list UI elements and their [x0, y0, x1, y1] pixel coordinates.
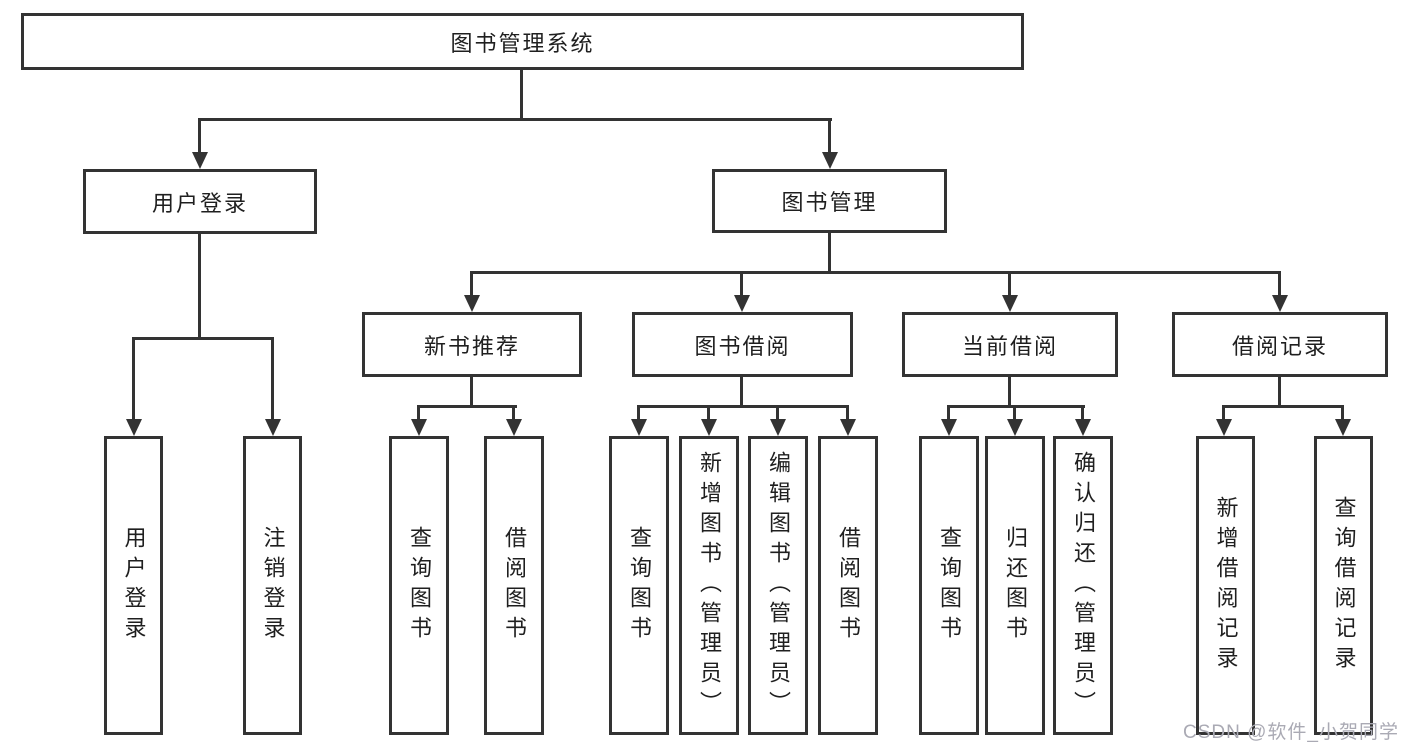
arrow-down-icon [411, 419, 427, 436]
leaf-query-borrow-record: 查询借阅记录 [1314, 436, 1373, 735]
arrow-down-icon [770, 419, 786, 436]
leaf-label: 查询图书 [937, 525, 962, 646]
leaf-add-borrow-record: 新增借阅记录 [1196, 436, 1255, 735]
leaf-confirm-return-admin: 确认归还（管理员） [1053, 436, 1113, 735]
leaf-label: 归还图书 [1003, 525, 1028, 646]
connector-line [1278, 377, 1281, 405]
connector-line [776, 405, 779, 419]
connector-line [707, 405, 710, 419]
connector-line [520, 70, 523, 118]
leaf-label: 查询图书 [407, 525, 432, 646]
connector-line [1341, 405, 1344, 419]
connector-line [947, 405, 1085, 408]
arrow-down-icon [1002, 295, 1018, 312]
connector-line [1008, 271, 1011, 295]
leaf-label: 确认归还（管理员） [1071, 450, 1096, 721]
leaf-borrow-book: 借阅图书 [818, 436, 878, 735]
node-current-borrowing: 当前借阅 [902, 312, 1118, 377]
connector-line [947, 405, 950, 419]
connector-line [470, 271, 473, 295]
arrow-down-icon [126, 419, 142, 436]
leaf-label: 新增图书（管理员） [697, 450, 722, 721]
leaf-label: 注销登录 [260, 525, 286, 646]
leaf-label: 新增借阅记录 [1213, 495, 1239, 676]
connector-line [470, 377, 473, 405]
leaf-edit-book-admin: 编辑图书（管理员） [748, 436, 808, 735]
connector-line [132, 337, 274, 340]
leaf-query-book-current: 查询图书 [919, 436, 979, 735]
connector-line [1008, 377, 1011, 405]
leaf-logout: 注销登录 [243, 436, 302, 735]
connector-line [417, 405, 517, 408]
leaf-add-book-admin: 新增图书（管理员） [679, 436, 739, 735]
arrow-down-icon [1007, 419, 1023, 436]
leaf-label: 用户登录 [121, 525, 147, 646]
arrow-down-icon [265, 419, 281, 436]
leaf-return-book: 归还图书 [985, 436, 1045, 735]
connector-line [740, 377, 743, 405]
connector-line [846, 405, 849, 419]
connector-line [512, 405, 515, 419]
arrow-down-icon [631, 419, 647, 436]
arrow-down-icon [701, 419, 717, 436]
connector-line [1013, 405, 1016, 419]
node-borrowing-records: 借阅记录 [1172, 312, 1388, 377]
node-new-book-recommend: 新书推荐 [362, 312, 582, 377]
connector-line [470, 271, 1281, 274]
node-user-login: 用户登录 [83, 169, 317, 234]
arrow-down-icon [840, 419, 856, 436]
leaf-borrow-book-recommend: 借阅图书 [484, 436, 544, 735]
arrow-down-icon [734, 295, 750, 312]
connector-line [740, 271, 743, 295]
leaf-query-book-borrow: 查询图书 [609, 436, 669, 735]
leaf-user-login: 用户登录 [104, 436, 163, 735]
connector-line [1081, 405, 1084, 419]
connector-line [198, 118, 201, 152]
node-book-management: 图书管理 [712, 169, 947, 233]
arrow-down-icon [822, 152, 838, 169]
arrow-down-icon [506, 419, 522, 436]
connector-line [132, 337, 135, 419]
arrow-down-icon [1075, 419, 1091, 436]
connector-line [828, 233, 831, 271]
connector-line [637, 405, 849, 408]
leaf-label: 借阅图书 [502, 525, 527, 646]
leaf-label: 借阅图书 [836, 525, 861, 646]
leaf-label: 查询图书 [627, 525, 652, 646]
csdn-watermark: CSDN @软件_小贺同学 [1183, 722, 1399, 743]
connector-line [828, 118, 831, 152]
node-root: 图书管理系统 [21, 13, 1024, 70]
arrow-down-icon [192, 152, 208, 169]
arrow-down-icon [941, 419, 957, 436]
leaf-label: 查询借阅记录 [1331, 495, 1357, 676]
connector-line [271, 337, 274, 419]
node-book-borrowing: 图书借阅 [632, 312, 853, 377]
arrow-down-icon [1335, 419, 1351, 436]
connector-line [1278, 271, 1281, 295]
leaf-label: 编辑图书（管理员） [766, 450, 791, 721]
connector-line [1222, 405, 1225, 419]
arrow-down-icon [1216, 419, 1232, 436]
connector-line [637, 405, 640, 419]
connector-line [417, 405, 420, 419]
connector-line [198, 234, 201, 337]
connector-line [1222, 405, 1344, 408]
leaf-query-book-recommend: 查询图书 [389, 436, 449, 735]
connector-line [199, 118, 832, 121]
arrow-down-icon [1272, 295, 1288, 312]
arrow-down-icon [464, 295, 480, 312]
